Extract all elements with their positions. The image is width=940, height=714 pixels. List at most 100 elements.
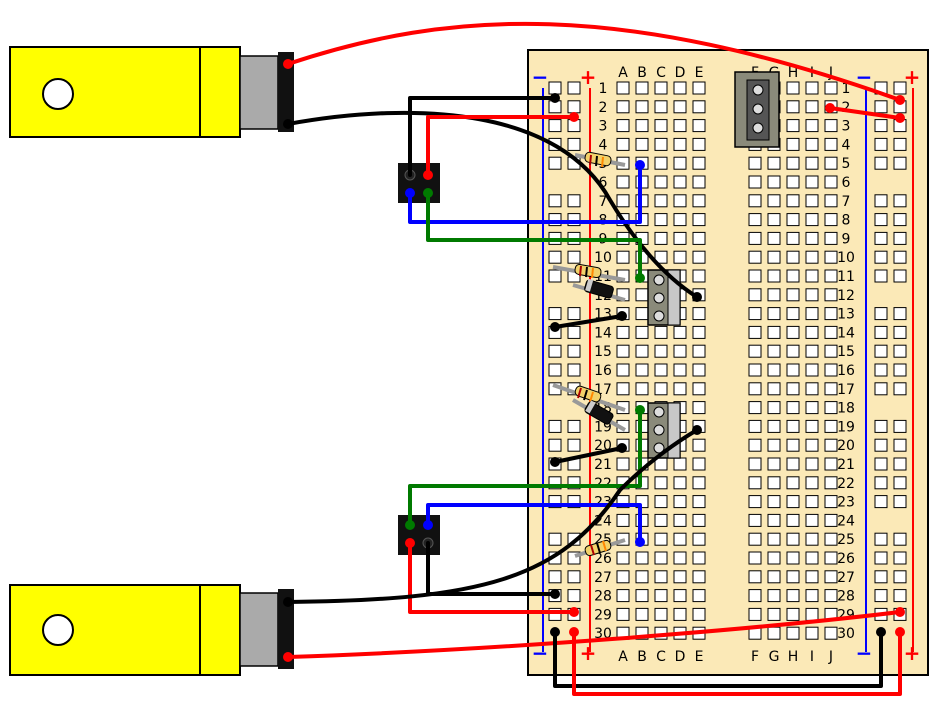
hole-H30 <box>786 626 800 640</box>
hole-J1 <box>824 81 838 95</box>
hole-I15 <box>805 344 819 358</box>
hole-B4 <box>635 137 649 151</box>
hole-J7 <box>824 194 838 208</box>
hole-D10 <box>673 250 687 264</box>
row-label: 27 <box>837 570 855 586</box>
hole-E22 <box>692 476 706 490</box>
hole-A16 <box>616 363 630 377</box>
wire-connector-upper-blue <box>408 163 642 224</box>
rail-hole-3-14 <box>893 325 907 339</box>
row-label: 23 <box>837 495 855 511</box>
hole-G30 <box>767 626 781 640</box>
hole-H11 <box>786 269 800 283</box>
rail-hole-3-4 <box>893 137 907 151</box>
hole-E27 <box>692 570 706 584</box>
rail-hole-3-9 <box>893 231 907 245</box>
left-minus-symbol-bottom: − <box>532 641 549 665</box>
rail-hole-3-13 <box>893 307 907 321</box>
hole-I7 <box>805 194 819 208</box>
hole-B14 <box>635 325 649 339</box>
hole-H7 <box>786 194 800 208</box>
rail-hole-3-17 <box>893 382 907 396</box>
rail-hole-3-28 <box>893 589 907 603</box>
hole-A1 <box>616 81 630 95</box>
hole-G12 <box>767 288 781 302</box>
hole-C27 <box>654 570 668 584</box>
hole-D24 <box>673 513 687 527</box>
connector-lower <box>398 515 440 555</box>
rail-hole-0-19 <box>548 419 562 433</box>
rail-hole-1-2 <box>567 100 581 114</box>
hole-I19 <box>805 419 819 433</box>
rail-hole-0-10 <box>548 250 562 264</box>
hole-J26 <box>824 551 838 565</box>
row-label: 22 <box>594 476 612 492</box>
hole-I13 <box>805 307 819 321</box>
hole-J19 <box>824 419 838 433</box>
hole-F5 <box>748 156 762 170</box>
hole-I17 <box>805 382 819 396</box>
rail-hole-2-25 <box>874 532 888 546</box>
right-plus-symbol-bottom: + <box>904 641 921 665</box>
hole-H2 <box>786 100 800 114</box>
hole-E3 <box>692 119 706 133</box>
hole-D15 <box>673 344 687 358</box>
hole-G21 <box>767 457 781 471</box>
hole-J5 <box>824 156 838 170</box>
hole-H8 <box>786 213 800 227</box>
hole-C7 <box>654 194 668 208</box>
hole-H22 <box>786 476 800 490</box>
hole-A4 <box>616 137 630 151</box>
hole-I4 <box>805 137 819 151</box>
rail-hole-0-16 <box>548 363 562 377</box>
hole-E8 <box>692 213 706 227</box>
hole-I8 <box>805 213 819 227</box>
row-labels: 1122334455667788991010111112121313141415… <box>594 81 855 642</box>
hole-D14 <box>673 325 687 339</box>
column-label-J: J <box>828 65 833 81</box>
row-label: 24 <box>837 513 855 529</box>
hole-E17 <box>692 382 706 396</box>
hole-I18 <box>805 401 819 415</box>
hole-F23 <box>748 495 762 509</box>
wire-connector-lower-blue <box>426 503 642 544</box>
wire-connector-lower-red <box>408 541 576 614</box>
hole-B3 <box>635 119 649 133</box>
hole-J18 <box>824 401 838 415</box>
hole-E2 <box>692 100 706 114</box>
hole-J24 <box>824 513 838 527</box>
hole-J22 <box>824 476 838 490</box>
hole-C22 <box>654 476 668 490</box>
left-minus-symbol-top: − <box>532 65 549 89</box>
hole-A3 <box>616 119 630 133</box>
rail-hole-1-15 <box>567 344 581 358</box>
hole-J30 <box>824 626 838 640</box>
hole-C17 <box>654 382 668 396</box>
row-label: 2 <box>599 100 608 116</box>
hole-B2 <box>635 100 649 114</box>
rail-hole-2-23 <box>874 495 888 509</box>
row-label: 4 <box>599 137 608 153</box>
hole-G24 <box>767 513 781 527</box>
hole-I6 <box>805 175 819 189</box>
rail-hole-3-26 <box>893 551 907 565</box>
hole-D9 <box>673 231 687 245</box>
rail-hole-1-14 <box>567 325 581 339</box>
rail-hole-3-19 <box>893 419 907 433</box>
row-label: 9 <box>842 231 851 247</box>
row-label: 16 <box>837 363 855 379</box>
resistor-row-4 <box>574 151 626 168</box>
wire-ground-upper <box>553 314 624 329</box>
hole-I20 <box>805 438 819 452</box>
hole-A17 <box>616 382 630 396</box>
row-label: 17 <box>837 382 855 398</box>
hole-J28 <box>824 589 838 603</box>
hole-I3 <box>805 119 819 133</box>
hole-E11 <box>692 269 706 283</box>
column-label-C: C <box>656 649 666 665</box>
rail-hole-0-11 <box>548 269 562 283</box>
row-label: 7 <box>599 194 608 210</box>
hole-H5 <box>786 156 800 170</box>
hole-G13 <box>767 307 781 321</box>
hole-I16 <box>805 363 819 377</box>
